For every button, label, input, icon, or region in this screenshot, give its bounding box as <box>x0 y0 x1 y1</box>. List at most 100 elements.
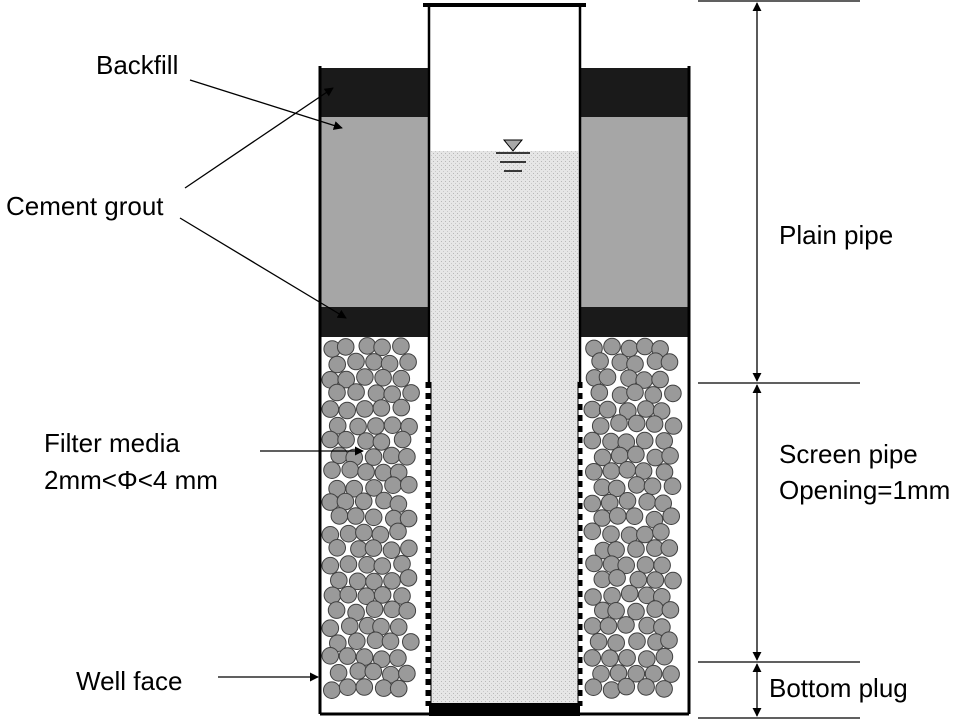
gravel-particle <box>365 479 383 497</box>
gravel-particle <box>365 572 383 591</box>
gravel-particle <box>372 433 391 451</box>
gravel-particle <box>345 479 364 498</box>
gravel-particle <box>662 665 680 683</box>
gravel-particle <box>644 664 663 683</box>
gravel-particle <box>634 462 653 480</box>
gravel-particle <box>400 476 418 494</box>
gravel-particle <box>381 632 400 651</box>
gravel-particle <box>628 632 646 651</box>
gravel-particle <box>389 618 408 636</box>
gravel-particle <box>339 555 358 573</box>
gravel-particle <box>619 402 637 420</box>
water-column <box>431 151 578 706</box>
gravel-particle <box>627 445 645 464</box>
gravel-particle <box>374 368 392 387</box>
gravel-particle <box>349 417 367 436</box>
gravel-particle <box>660 631 678 650</box>
gravel-particle <box>402 633 420 651</box>
gravel-particle <box>603 587 621 605</box>
gravel-particle <box>602 462 621 480</box>
label-filter-media: Filter media <box>44 428 180 458</box>
gravel-particle <box>321 647 340 665</box>
label-well-face: Well face <box>76 666 182 696</box>
gravel-particle <box>383 572 401 590</box>
gravel-particle <box>329 664 348 682</box>
gravel-particle <box>627 476 646 494</box>
gravel-particle <box>629 570 648 589</box>
gravel-particle <box>636 337 654 356</box>
gravel-particle <box>661 601 680 619</box>
gravel-particle <box>356 368 374 386</box>
cement-grout-left <box>320 117 429 307</box>
gravel-particle <box>607 602 625 620</box>
gravel-particle <box>589 632 608 651</box>
gravel-particle <box>389 679 408 698</box>
gravel-particle <box>652 523 670 541</box>
cement-grout-right <box>580 117 689 307</box>
gravel-particle <box>593 570 612 589</box>
gravel-particle <box>583 431 602 450</box>
gravel-particle <box>617 616 635 634</box>
label-plain-pipe: Plain pipe <box>779 220 893 250</box>
gravel-particle <box>663 477 682 496</box>
gravel-particle <box>643 477 662 496</box>
gravel-particle <box>398 601 417 620</box>
gravel-particle <box>662 507 681 526</box>
gravel-particle <box>636 556 655 574</box>
gravel-particle <box>398 664 416 683</box>
gravel-particle <box>323 461 341 480</box>
water-level-icon <box>496 139 530 172</box>
label-screen-opening: Opening=1mm <box>779 475 950 505</box>
gravel-particle <box>646 448 665 467</box>
gravel-particle <box>336 338 355 356</box>
gravel-particle <box>583 649 602 667</box>
gravel-particle <box>585 463 603 481</box>
gravel-particle <box>384 476 402 495</box>
dimension-lines <box>698 0 860 719</box>
gravel-particle <box>364 539 383 557</box>
gravel-particle <box>627 540 645 558</box>
gravel-particle <box>374 679 393 697</box>
gravel-particle <box>655 647 674 666</box>
leader-arrows <box>179 79 364 682</box>
gravel-particle <box>583 617 602 635</box>
gravel-particle <box>399 509 418 528</box>
gravel-particle <box>328 355 347 374</box>
gravel-particle <box>655 432 674 450</box>
gravel-particle <box>598 368 617 387</box>
gravel-particle <box>383 385 402 404</box>
gravel-particle <box>611 386 630 405</box>
gravel-particle <box>330 507 349 525</box>
backfill-left-top <box>320 68 429 117</box>
gravel-particle <box>373 586 392 604</box>
gravel-particle <box>372 399 391 417</box>
filter-media-gravel-left <box>321 337 420 700</box>
gravel-particle <box>610 414 628 432</box>
gravel-particle <box>660 539 679 557</box>
gravel-particle <box>399 353 417 371</box>
label-cement-grout: Cement grout <box>6 191 164 221</box>
gravel-particle <box>609 664 628 682</box>
gravel-particle <box>323 586 342 605</box>
gravel-particle <box>398 448 416 466</box>
gravel-particle <box>664 571 682 590</box>
gravel-particle <box>654 494 673 513</box>
gravel-particle <box>389 522 407 541</box>
gravel-particle <box>592 665 610 683</box>
gravel-particle <box>373 557 392 575</box>
gravel-particle <box>389 649 407 667</box>
gravel-particle <box>357 432 375 450</box>
gravel-particle <box>593 448 612 467</box>
gravel-particle <box>625 507 644 526</box>
gravel-particle <box>337 430 355 449</box>
gravel-particle <box>638 493 657 511</box>
gravel-particle <box>350 540 368 558</box>
gravel-particle <box>638 650 656 668</box>
gravel-particle <box>600 493 619 512</box>
gravel-particle <box>330 446 349 465</box>
gravel-particle <box>620 584 639 603</box>
gravel-particle <box>603 337 621 356</box>
label-filter-media-size: 2mm<Φ<4 mm <box>44 465 218 495</box>
gravel-particle <box>348 632 366 651</box>
gravel-particle <box>392 369 411 388</box>
